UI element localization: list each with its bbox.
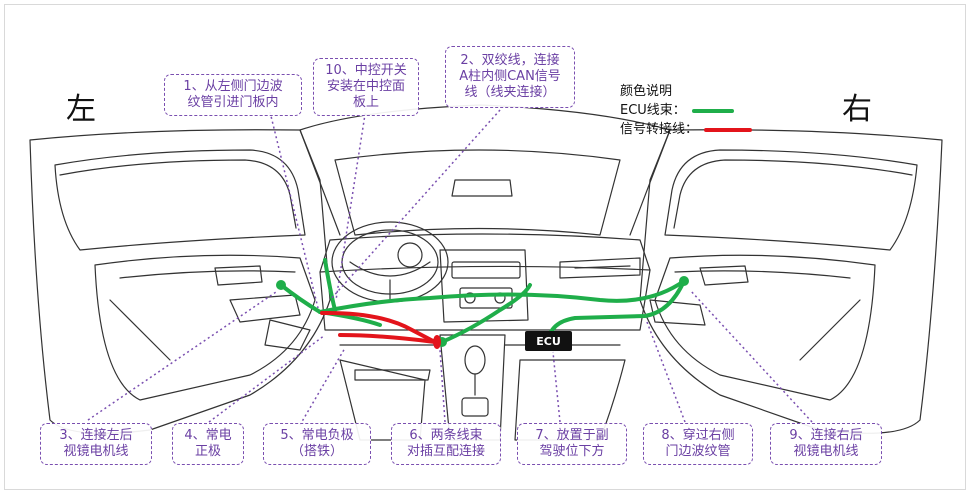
rear-view-mirror bbox=[451, 179, 513, 197]
left-door-outline bbox=[29, 129, 331, 434]
callout-5-text: 5、常电负极 （搭铁） bbox=[280, 428, 354, 459]
callout-9-text: 9、连接右后 视镜电机线 bbox=[789, 428, 863, 459]
legend-item-signal: 信号转接线： bbox=[620, 120, 753, 139]
left-side-label: 左 bbox=[66, 92, 96, 127]
callout-3-text: 3、连接左后 视镜电机线 bbox=[59, 428, 133, 459]
callout-4: 4、常电 正极 bbox=[172, 423, 244, 465]
legend-signal-swatch bbox=[704, 127, 753, 132]
image-frame bbox=[4, 4, 966, 490]
color-legend: 颜色说明 ECU线束： 信号转接线： bbox=[620, 82, 753, 139]
callout-2: 2、双绞线，连接 A柱内侧CAN信号 线（线夹连接） bbox=[445, 46, 575, 108]
left-door-panel bbox=[94, 254, 316, 401]
callout-6: 6、两条线束 对插互配连接 bbox=[391, 423, 501, 465]
callout-1-text: 1、从左侧门边波 纹管引进门板内 bbox=[183, 79, 283, 110]
dashboard bbox=[319, 233, 651, 273]
callout-10: 10、中控开关 安装在中控面 板上 bbox=[313, 58, 419, 116]
right-mirror-connector bbox=[679, 276, 689, 286]
legend-ecu-swatch bbox=[691, 108, 734, 113]
callout-6-text: 6、两条线束 对插互配连接 bbox=[406, 428, 485, 459]
callout-5: 5、常电负极 （搭铁） bbox=[263, 423, 371, 465]
legend-item-ecu: ECU线束： bbox=[620, 101, 752, 120]
callout-8-text: 8、穿过右侧 门边波纹管 bbox=[661, 428, 735, 459]
ecu-box: ECU bbox=[525, 331, 572, 351]
right-door-outline bbox=[639, 129, 943, 434]
signal-adapter-lines bbox=[320, 310, 437, 344]
legend-ecu-label: ECU线束： bbox=[620, 103, 686, 118]
right-side-label: 右 bbox=[842, 92, 872, 127]
callout-8: 8、穿过右侧 门边波纹管 bbox=[643, 423, 753, 465]
callout-1: 1、从左侧门边波 纹管引进门板内 bbox=[164, 74, 302, 116]
left-mirror-connector bbox=[276, 280, 286, 290]
callout-7-text: 7、放置于副 驾驶位下方 bbox=[535, 428, 609, 459]
callout-10-text: 10、中控开关 安装在中控面 板上 bbox=[325, 63, 407, 110]
callout-4-text: 4、常电 正极 bbox=[184, 428, 232, 459]
left-window bbox=[54, 149, 306, 251]
callout-2-text: 2、双绞线，连接 A柱内侧CAN信号 线（线夹连接） bbox=[459, 53, 561, 100]
legend-signal-label: 信号转接线： bbox=[620, 122, 699, 137]
center-console bbox=[439, 249, 529, 323]
callout-3: 3、连接左后 视镜电机线 bbox=[40, 423, 152, 465]
adapter-plug bbox=[433, 335, 441, 349]
legend-title: 颜色说明 bbox=[620, 84, 673, 99]
callout-9: 9、连接右后 视镜电机线 bbox=[770, 423, 882, 465]
right-window bbox=[664, 149, 918, 251]
right-door-panel bbox=[654, 254, 876, 401]
driver-seat-base bbox=[339, 359, 426, 441]
callout-7: 7、放置于副 驾驶位下方 bbox=[517, 423, 627, 465]
callout-leaders bbox=[87, 107, 813, 426]
